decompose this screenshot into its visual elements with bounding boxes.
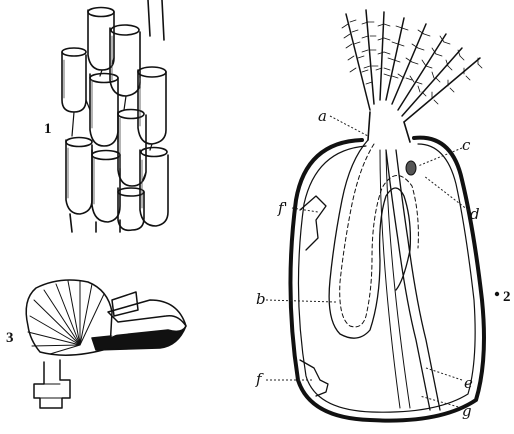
figure-2-zooid xyxy=(290,10,499,421)
label-a: a xyxy=(318,107,327,125)
figure-1-number: 1 xyxy=(44,121,52,137)
label-g: g xyxy=(462,402,472,420)
figure-2-number: 2 xyxy=(503,289,511,305)
label-e: e xyxy=(464,374,473,392)
label-d: d xyxy=(470,205,480,223)
figure-3-number: 3 xyxy=(6,330,14,346)
label-f-prime: f' xyxy=(277,199,288,217)
figure-3-lophophore xyxy=(26,280,186,408)
figure-1-colony xyxy=(62,0,168,232)
label-f: f xyxy=(255,370,264,388)
label-c: c xyxy=(462,136,471,154)
label-b: b xyxy=(256,290,266,308)
